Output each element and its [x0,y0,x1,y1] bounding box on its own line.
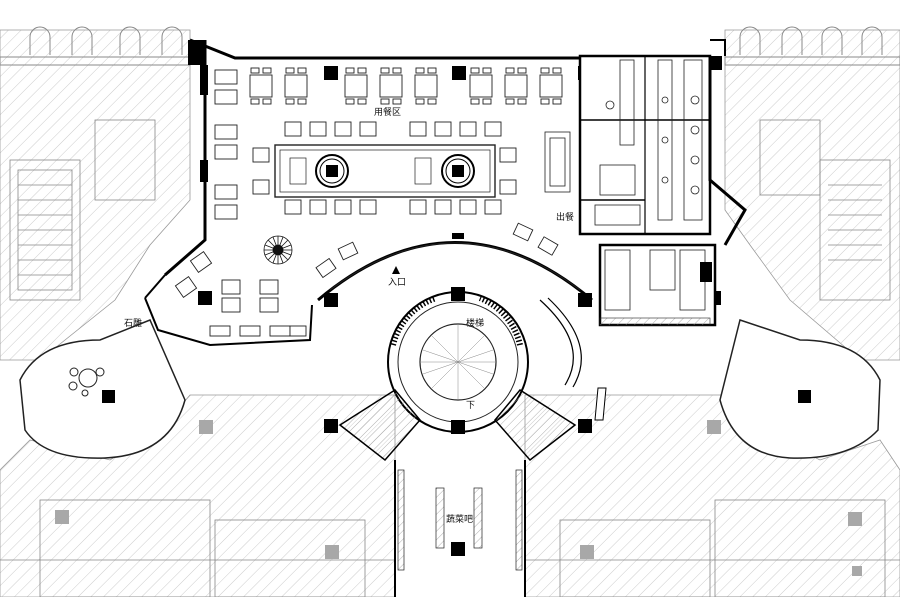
buffet-island [274,144,496,198]
spiral-staircase [324,287,607,462]
side-lobbies [19,319,881,459]
label-down: 下 [466,401,475,411]
label-stairs: 楼梯 [466,317,484,329]
round-table-cluster [68,367,105,397]
kitchen [544,54,717,327]
label-serving-out: 出餐 [556,211,574,223]
label-salad-bar: 蔬菜吧 [446,513,473,525]
dining-tables [174,67,563,337]
south-corridor [394,460,526,597]
grey-columns [55,420,862,576]
sunburst-decoration [263,235,293,265]
label-stone-sculpture: 石雕 [124,317,142,329]
label-dining-area: 用餐区 [374,106,401,118]
surrounding-building [0,26,900,597]
plan-labels: 用餐区 出餐 入口 楼梯 下 蔬菜吧 石雕 [124,106,574,525]
entrance-arrow-icon [392,266,400,274]
label-entrance: 入口 [388,277,406,288]
